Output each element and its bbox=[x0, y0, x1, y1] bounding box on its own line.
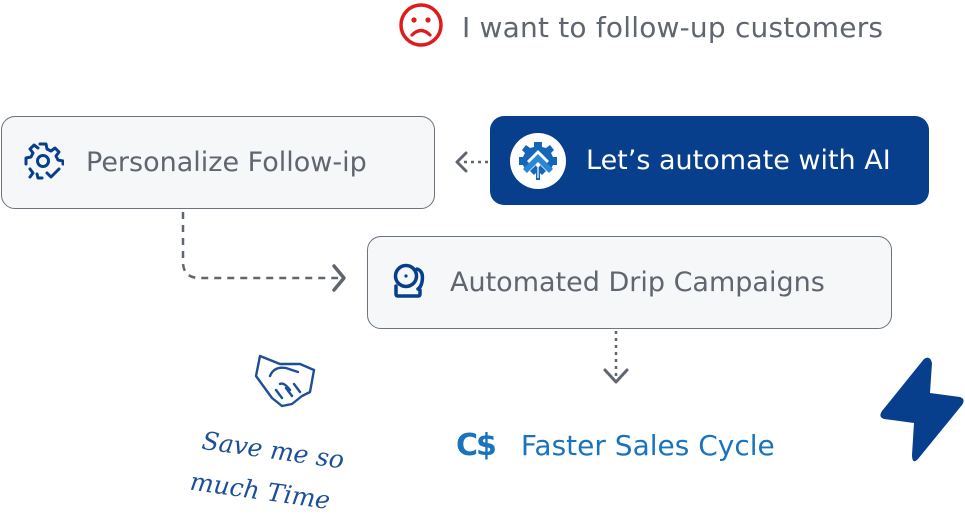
step-automate-with-ai: Let’s automate with AI bbox=[490, 116, 929, 205]
step-label: Personalize Follow-ip bbox=[86, 147, 367, 178]
connector-drip-to-result bbox=[603, 331, 629, 384]
step-personalize-follow-up: Personalize Follow-ip bbox=[1, 116, 435, 209]
connector-ai-to-personalize bbox=[455, 151, 488, 173]
connector-personalize-to-drip bbox=[181, 212, 346, 292]
step-label: Let’s automate with AI bbox=[586, 145, 891, 176]
result-label: Faster Sales Cycle bbox=[520, 429, 775, 462]
handshake-icon bbox=[250, 350, 322, 416]
result-faster-sales-cycle: C$ Faster Sales Cycle bbox=[456, 428, 775, 463]
problem-text: I want to follow-up customers bbox=[462, 10, 884, 44]
gear-check-icon bbox=[22, 140, 65, 186]
canadian-dollar-icon: C$ bbox=[456, 428, 497, 463]
step-label: Automated Drip Campaigns bbox=[450, 267, 825, 298]
problem-statement: I want to follow-up customers bbox=[398, 2, 884, 52]
step-automated-drip-campaigns: Automated Drip Campaigns bbox=[367, 236, 892, 329]
connectors-layer bbox=[181, 151, 629, 384]
sad-face-icon bbox=[398, 2, 444, 52]
ai-logo-icon bbox=[510, 132, 566, 189]
lightning-bolt-icon bbox=[878, 355, 965, 469]
bell-icon bbox=[388, 260, 430, 306]
